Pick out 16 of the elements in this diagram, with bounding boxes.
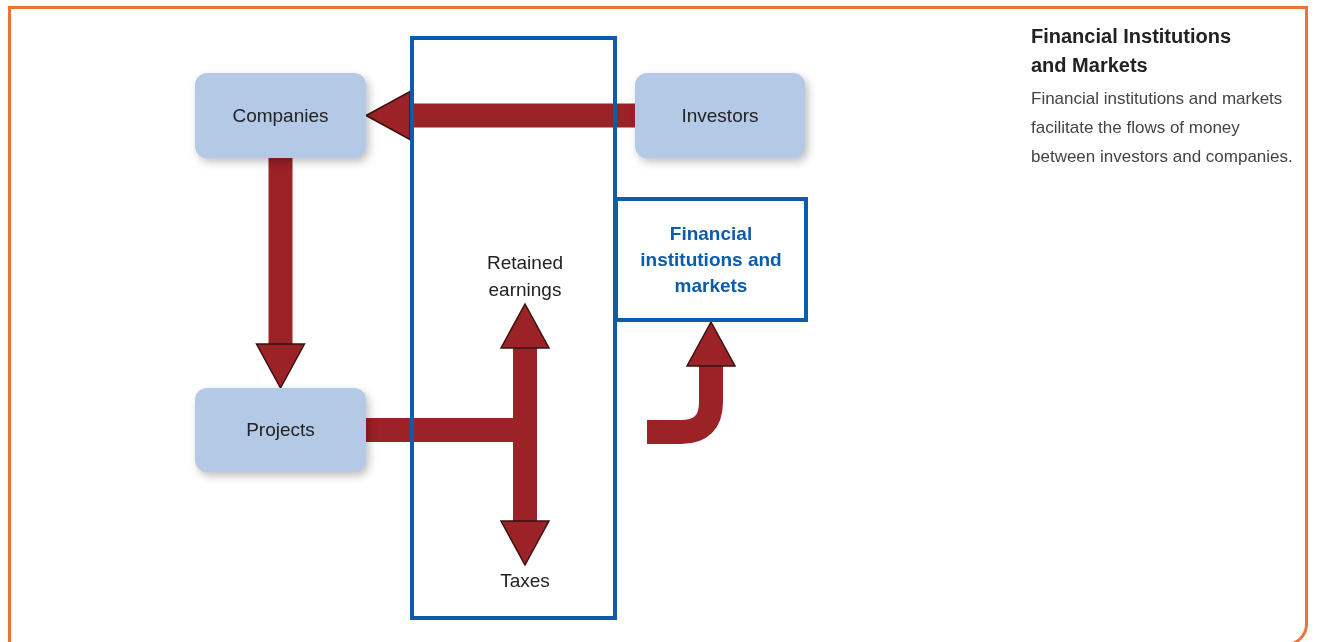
arrow (365, 90, 635, 141)
arrow (255, 158, 306, 389)
highlight-box (614, 197, 808, 322)
caption: Financial institutions and markets facilitate the flows of money between investors and companies. (1031, 88, 1294, 168)
process-box (195, 388, 366, 472)
flow-label: Retained earnings (455, 248, 595, 304)
process-box (195, 73, 366, 158)
flow-label: Taxes (485, 565, 565, 595)
node-label: Companies (232, 104, 329, 127)
process-box (635, 73, 805, 158)
node-label: Investors (681, 104, 759, 127)
arrow (647, 321, 736, 444)
title: Financial Institutions and Markets (1031, 24, 1232, 78)
node-label: Financial institutions and markets (639, 221, 783, 298)
node-label: Projects (246, 419, 315, 441)
outline-box (410, 36, 617, 620)
